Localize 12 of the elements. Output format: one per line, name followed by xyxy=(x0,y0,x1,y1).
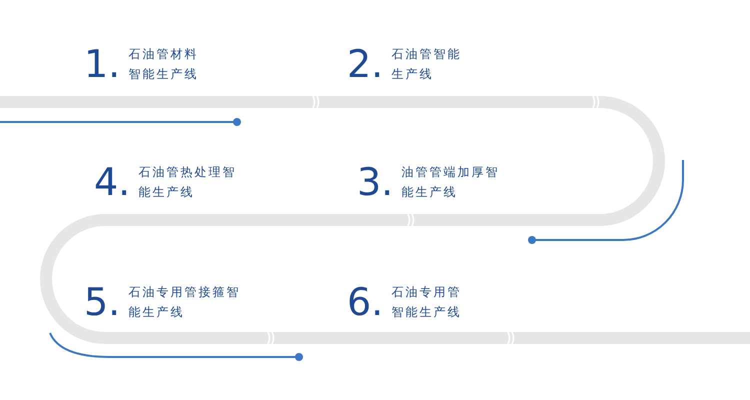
step-number: 1. xyxy=(84,45,120,83)
step-label: 石油管材料智能生产线 xyxy=(128,46,200,83)
step-label: 石油专用管接箍智能生产线 xyxy=(128,284,242,321)
step-label: 石油管热处理智能生产线 xyxy=(138,164,238,201)
step-label: 石油管智能生产线 xyxy=(391,46,462,83)
step-number: 6. xyxy=(347,283,384,321)
step-label: 油管管端加厚智能生产线 xyxy=(401,164,500,201)
step-number: 4. xyxy=(94,163,130,201)
step-number: 3. xyxy=(357,163,394,201)
step-label: 石油专用管智能生产线 xyxy=(391,284,462,321)
step-number: 5. xyxy=(84,283,120,321)
step-number: 2. xyxy=(347,45,384,83)
